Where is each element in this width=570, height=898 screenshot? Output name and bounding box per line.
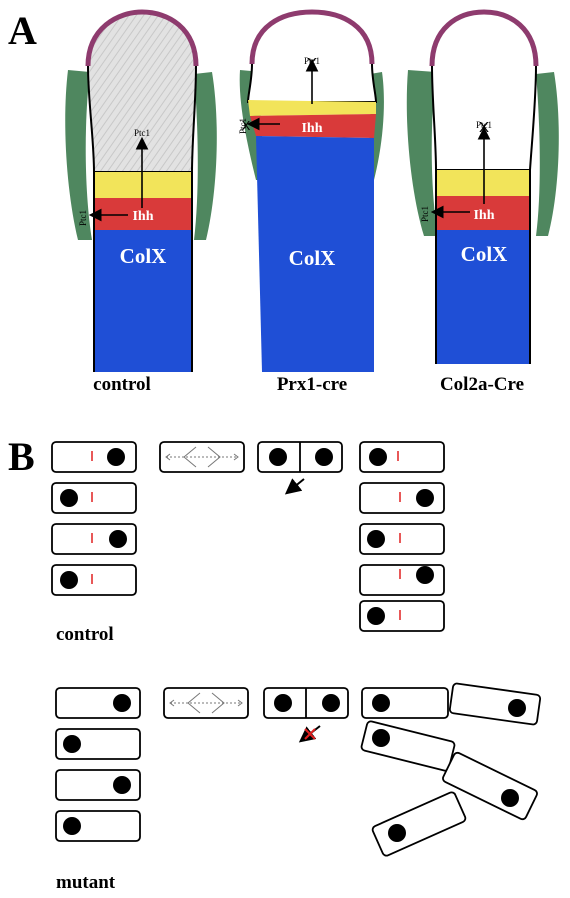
blocked-x-icon-side: X xyxy=(242,118,251,133)
mutant-nuclei xyxy=(63,694,526,842)
control-nuclei xyxy=(60,448,434,625)
label-b-control: control xyxy=(56,624,114,645)
prehypertrophic-zone xyxy=(436,170,530,196)
perichondrium-left xyxy=(406,70,438,236)
side-arrow-label: Ptc1 xyxy=(420,206,430,222)
panel-b-letter: B xyxy=(8,434,35,479)
perichondrium-left xyxy=(65,70,92,240)
spindle-arrows-control xyxy=(165,446,239,468)
colx-label: ColX xyxy=(289,246,336,270)
ihh-label: Ihh xyxy=(301,121,322,136)
ihh-zone xyxy=(436,196,530,230)
blocked-x-icon: X xyxy=(479,119,489,136)
spindle-arrows-mutant xyxy=(169,692,243,714)
bone-col2a: Ptc1 X Ptc1 Ihh ColX xyxy=(406,9,559,364)
colx-label: ColX xyxy=(120,244,167,268)
control-cell-markers xyxy=(91,451,401,620)
up-arrow-label: Ptc1 xyxy=(304,56,320,66)
label-prx1: Prx1-cre xyxy=(277,374,347,395)
side-arrow-label: Ptc1 xyxy=(238,118,248,134)
ihh-label: Ihh xyxy=(473,208,494,223)
prehypertrophic-zone xyxy=(248,100,376,116)
orientation-arrow xyxy=(284,478,305,495)
perichondrium-right xyxy=(536,72,559,236)
ihh-zone xyxy=(94,198,192,230)
colx-zone xyxy=(94,230,192,372)
panel-a-letter: A xyxy=(8,8,37,53)
colx-label: ColX xyxy=(461,242,508,266)
ihh-zone xyxy=(250,114,376,138)
perichondrium-right xyxy=(194,72,217,240)
articular-cap xyxy=(85,9,199,67)
colx-zone xyxy=(256,136,374,372)
bone-prx1: Ptc1 X Ptc1 X Ihh ColX xyxy=(238,9,384,372)
articular-cap xyxy=(249,9,375,65)
label-col2a: Col2a-Cre xyxy=(440,374,524,395)
up-arrow-label: Ptc1 xyxy=(134,128,150,138)
blocked-x-icon: X xyxy=(307,55,317,72)
side-arrow-label: Ptc1 xyxy=(78,210,88,226)
mutant-cells xyxy=(55,682,542,857)
bone-control: Ptc1 Ptc1 Ihh ColX xyxy=(65,9,217,372)
colx-zone xyxy=(436,230,530,364)
label-control: control xyxy=(93,374,151,395)
blocked-cross-icon xyxy=(304,728,316,740)
label-b-mutant: mutant xyxy=(56,872,116,893)
articular-cap xyxy=(429,9,539,67)
ihh-label: Ihh xyxy=(132,209,153,224)
up-arrow-label: Ptc1 xyxy=(476,120,492,130)
prehypertrophic-zone xyxy=(94,172,192,198)
